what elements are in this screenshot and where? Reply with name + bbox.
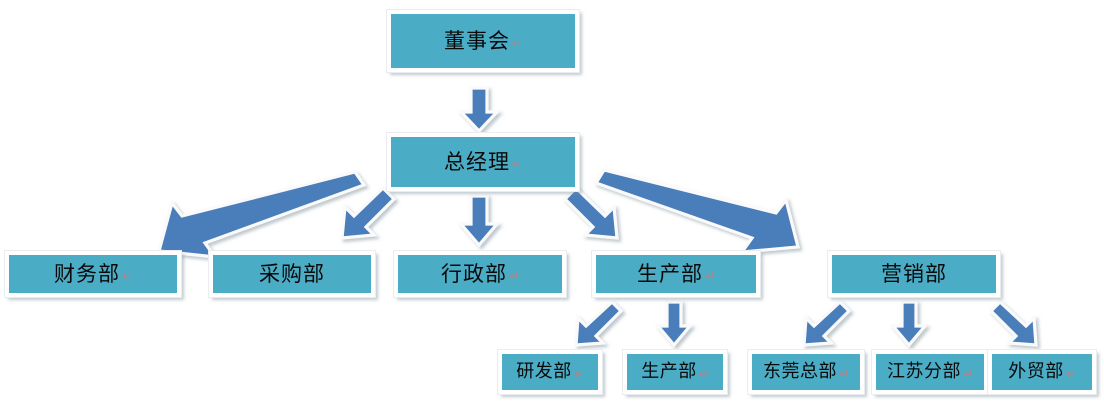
connector-gm-to-marketing — [593, 168, 801, 254]
pilcrow-icon: ↵ — [121, 269, 133, 283]
connector-production-to-production2 — [654, 300, 694, 348]
node-dongguan-hq-label: 东莞总部 — [762, 361, 837, 382]
connector-gm-to-admin — [457, 194, 501, 248]
pilcrow-icon: ↵ — [698, 367, 709, 381]
connector-board-to-gm — [457, 86, 501, 134]
connector-marketing-to-dongguan — [802, 299, 852, 347]
node-administration[interactable]: 行政部↵ — [393, 250, 567, 298]
pilcrow-icon: ↵ — [511, 157, 523, 171]
node-administration-label: 行政部 — [440, 261, 507, 286]
node-general-manager-label: 总经理 — [443, 149, 510, 174]
node-finance-label: 财务部 — [53, 261, 120, 286]
connector-marketing-to-foreign-trade — [988, 299, 1038, 347]
node-board-label: 董事会 — [443, 28, 510, 53]
node-purchasing-label: 采购部 — [259, 261, 325, 286]
node-rnd-label: 研发部 — [516, 361, 572, 382]
connector-production-to-rnd — [574, 299, 624, 347]
node-jiangsu-branch[interactable]: 江苏分部↵ — [871, 349, 989, 395]
connector-gm-to-production — [562, 185, 619, 240]
node-marketing[interactable]: 营销部 — [827, 250, 1001, 298]
pilcrow-icon: ↵ — [508, 269, 520, 283]
node-purchasing[interactable]: 采购部 — [208, 250, 376, 298]
node-dongguan-hq[interactable]: 东莞总部↵ — [747, 349, 865, 395]
node-rnd[interactable]: 研发部↵ — [497, 349, 603, 395]
node-production-sub-label: 生产部 — [641, 361, 697, 382]
pilcrow-icon: ↵ — [838, 367, 850, 381]
node-foreign-trade[interactable]: 外贸部↵ — [987, 349, 1097, 395]
node-finance[interactable]: 财务部↵ — [4, 250, 182, 298]
node-marketing-label: 营销部 — [881, 261, 947, 286]
pilcrow-icon: ↵ — [511, 36, 523, 50]
node-jiangsu-branch-label: 江苏分部 — [886, 361, 961, 382]
connector-gm-to-finance — [156, 170, 367, 259]
connector-marketing-to-jiangsu — [889, 300, 929, 348]
pilcrow-icon: ↵ — [962, 367, 974, 381]
node-board[interactable]: 董事会↵ — [386, 9, 580, 73]
node-foreign-trade-label: 外贸部 — [1008, 361, 1064, 382]
pilcrow-icon: ↵ — [1065, 367, 1076, 381]
pilcrow-icon: ↵ — [573, 367, 584, 381]
node-general-manager[interactable]: 总经理↵ — [386, 132, 580, 192]
connector-gm-to-purchasing — [340, 185, 397, 240]
node-production-sub[interactable]: 生产部↵ — [622, 349, 728, 395]
node-production[interactable]: 生产部↵ — [591, 250, 761, 298]
pilcrow-icon: ↵ — [704, 269, 716, 283]
node-production-label: 生产部 — [636, 261, 703, 286]
